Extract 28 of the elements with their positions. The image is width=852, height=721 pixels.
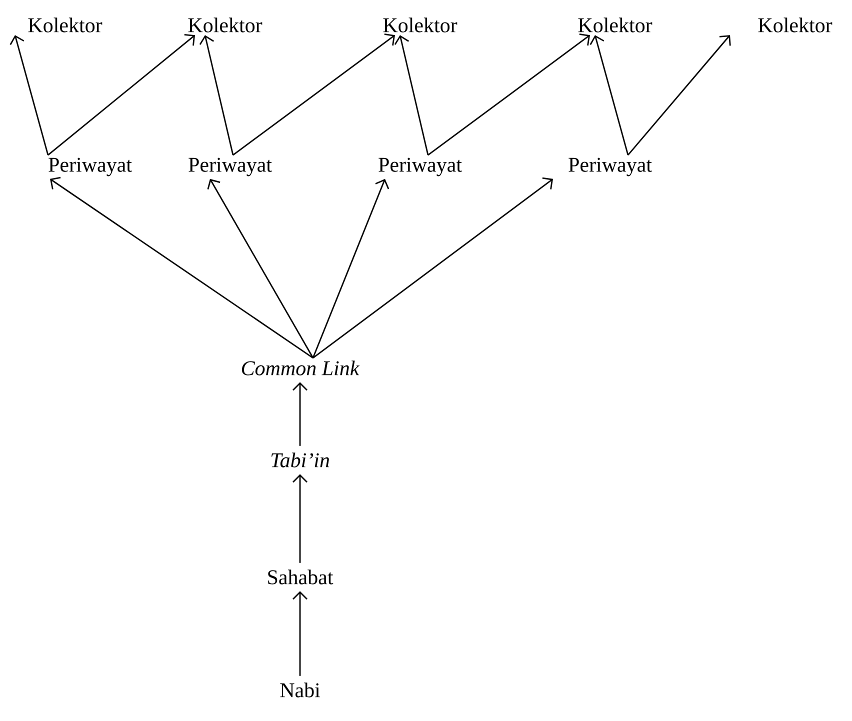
collector-label: Kolektor (383, 18, 458, 32)
arrow (207, 178, 314, 358)
arrow (50, 176, 314, 358)
arrow (627, 35, 731, 156)
arrow (292, 382, 308, 446)
collector-label: Kolektor (188, 18, 262, 32)
collector-label: Kolektor (578, 18, 652, 32)
arrow (292, 591, 308, 676)
collector-label: Kolektor (758, 18, 832, 32)
arrow (590, 35, 629, 156)
arrow (428, 34, 590, 156)
chain-label: Tabi’in (271, 452, 330, 468)
arrow (394, 35, 429, 156)
arrow (312, 178, 390, 358)
narrator-label: Periwayat (188, 158, 272, 176)
chain-label: Common Link (242, 360, 360, 376)
arrow (232, 34, 395, 156)
arrow (292, 474, 308, 563)
arrow (48, 34, 195, 156)
arrow (312, 177, 553, 358)
arrow (10, 35, 49, 156)
narrator-label: Periwayat (48, 158, 132, 176)
narrator-label: Periwayat (568, 158, 652, 176)
narrator-label: Periwayat (378, 158, 462, 176)
collector-label: Kolektor (28, 18, 102, 32)
chain-label: Nabi (280, 682, 320, 698)
arrow (199, 35, 234, 156)
chain-label: Sahabat (268, 570, 334, 584)
